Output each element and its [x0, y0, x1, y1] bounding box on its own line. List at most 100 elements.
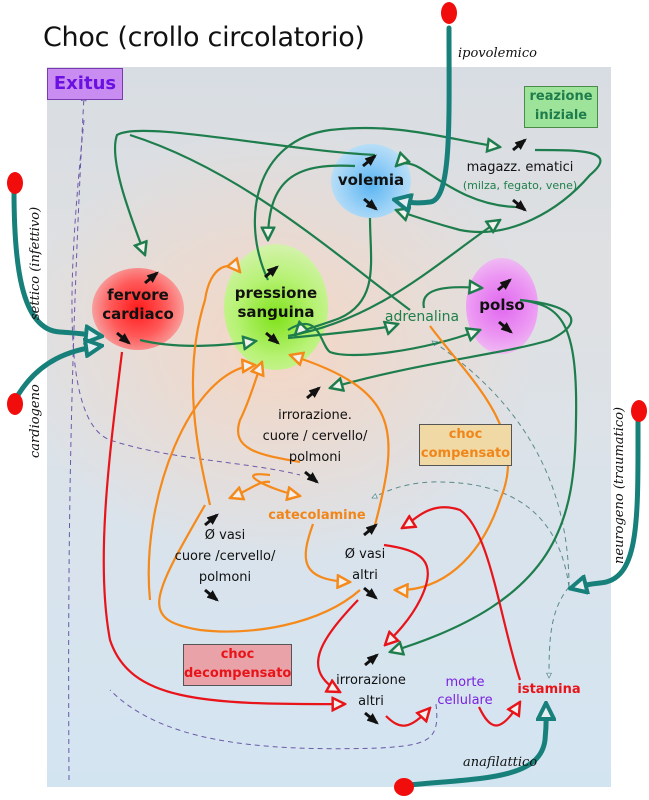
polso-label: polso [479, 296, 525, 314]
decompensato-line1: choc [220, 647, 255, 662]
cause-links [11, 25, 641, 788]
irrorazione-cuore-label: irrorazione. cuore / cervello/ polmoni [255, 405, 375, 468]
down-arrow-pressione [265, 331, 280, 345]
cardiogeno-label: cardiogeno [28, 384, 43, 458]
link-outer-loop [158, 504, 361, 633]
up-arrow-volemia [362, 154, 377, 168]
anafilattico-label: anafilattico [463, 755, 538, 770]
diagram-title: Choc (crollo circolatorio) [43, 22, 365, 53]
link-fervore-irrorazione [102, 351, 345, 704]
cause-link-cardiogeno [15, 346, 100, 398]
fervore-line1: fervore [107, 286, 169, 304]
down-arrow-vasi-cuore [204, 588, 219, 602]
fervore-cardiaco-label: fervore cardiaco [100, 286, 176, 324]
link-irrorazione-morte [385, 708, 430, 727]
irrorazione-altri-label: irrorazione altri [326, 670, 416, 712]
compensato-line2: compensato [420, 446, 511, 461]
link-catecol-pressione [237, 362, 301, 464]
morte-line1: morte [445, 675, 485, 690]
volemia-label: volemia [337, 171, 405, 189]
black-arrows [116, 138, 527, 725]
irrorazione-cuore-line3: polmoni [288, 450, 342, 465]
irrorazione-cuore-line2: cuore / cervello/ [262, 429, 368, 444]
magazz-ematici-sublabel: (milza, fegato, vene) [462, 179, 578, 192]
istamina-label: istamina [517, 682, 581, 697]
link-catecol-zig [252, 473, 300, 496]
cause-dot-cardiogeno [7, 393, 23, 415]
magazz-ematici-label: magazz. ematici [466, 160, 574, 175]
link-pressione-polso [287, 322, 480, 357]
decompensato-line2: decompensato [184, 666, 292, 681]
down-arrow-irrorazione [304, 470, 319, 484]
down-arrow-magazz [512, 198, 527, 212]
cause-link-settico [11, 187, 100, 336]
adrenalina-label: adrenalina [384, 309, 460, 325]
link-outer-up [147, 365, 255, 601]
vasi-cuore-line2: cuore /cervello/ [174, 549, 276, 564]
link-magazz-volemia [396, 163, 516, 209]
link-vasialtri-down [317, 599, 359, 692]
down-arrow-fervore [116, 331, 131, 345]
link-morte-istamina [478, 702, 520, 727]
link-catecol-vasialtri [304, 523, 350, 582]
cause-link-ipovolemico [396, 25, 452, 203]
cause-dot-anafilattico [394, 778, 414, 796]
link-magazz-loop [396, 148, 602, 234]
cause-dots [7, 2, 647, 796]
neurogeno-label: neurogeno (traumatico) [612, 406, 627, 564]
morte-line2: cellulare [437, 693, 493, 708]
up-arrow-vasi-altri [363, 523, 378, 537]
vasi-altri-line2: altri [352, 568, 378, 583]
link-fervore-pressione [139, 340, 256, 346]
irrorazione-altri-line2: altri [358, 694, 384, 709]
compensato-line1: choc [448, 427, 483, 442]
link-volemia-pressione [268, 164, 356, 240]
pressione-line2: sanguina [237, 302, 315, 321]
up-arrow-irrorazione-altri [364, 653, 379, 667]
vasi-altri-label: Ø vasi altri [330, 544, 400, 586]
choc-decompensato-box: choc decompensato [183, 644, 292, 686]
down-arrow-vasi-altri [363, 586, 378, 600]
catecolamine-label: catecolamine [268, 508, 366, 523]
link-istamina-vasialtri [402, 506, 522, 681]
link-volemia-pressione-low [295, 217, 373, 335]
pressione-line1: pressione [234, 284, 318, 302]
red-links [102, 351, 522, 727]
morte-cellulare-label: morte cellulare [430, 674, 500, 710]
cause-dot-settico [7, 172, 23, 194]
vasi-altri-line1: Ø vasi [344, 547, 386, 562]
green-links [113, 126, 602, 652]
link-polso-irrorazione-altri [390, 298, 578, 652]
link-pressione-magazz [253, 126, 500, 281]
exitus-label: Exitus [53, 73, 117, 94]
irrorazione-cuore-line1: irrorazione. [278, 408, 352, 423]
link-neuro-adrenalina [432, 341, 570, 588]
cause-link-neurogeno [572, 417, 641, 588]
cause-dot-neurogeno [631, 400, 647, 422]
ipovolemico-label: ipovolemico [458, 46, 537, 61]
link-morte-exitus [109, 689, 438, 750]
link-to-exitus [68, 96, 84, 781]
reazione-line2: iniziale [534, 108, 588, 123]
up-arrow-fervore [144, 271, 159, 285]
link-vasi-pressione-loop [191, 266, 240, 506]
link-polso-irrorazione [330, 298, 573, 388]
link-vasi-altri-top [290, 355, 390, 526]
up-arrow-irrorazione [306, 386, 321, 400]
pressione-sanguina-label: pressione sanguina [228, 284, 324, 322]
fervore-cardiaco-blob [92, 268, 184, 350]
reazione-line1: reazione [529, 89, 593, 104]
link-pressione-magazz-low [287, 220, 500, 338]
link-neuro-istamina [549, 586, 570, 678]
link-vasialtri-irrorazione [384, 543, 430, 645]
link-neuro-catecolamine [372, 481, 570, 588]
link-catecol-vasi [230, 480, 271, 498]
vasi-cuore-line1: Ø vasi [204, 528, 246, 543]
down-arrow-irrorazione-altri [364, 711, 379, 725]
reazione-iniziale-box: reazione iniziale [524, 86, 598, 128]
link-pressione-adrenalina [287, 324, 398, 340]
up-arrow-polso [497, 278, 512, 292]
up-arrow-magazz [512, 138, 527, 152]
irrorazione-altri-line1: irrorazione [336, 673, 406, 688]
